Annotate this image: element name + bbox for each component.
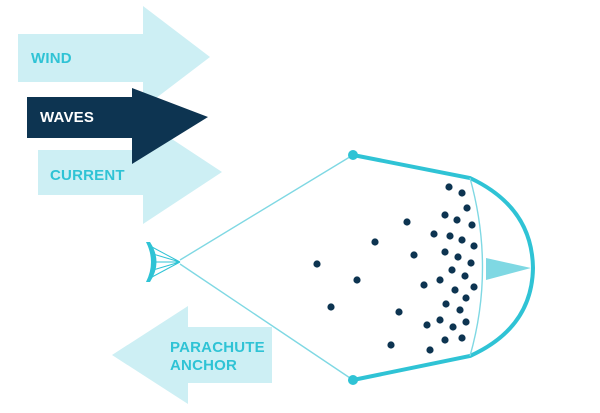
wind-arrow-shape	[18, 6, 210, 108]
net-inner-curve	[469, 177, 484, 357]
tow-lines	[179, 154, 354, 381]
particle	[470, 242, 478, 250]
particle	[420, 281, 428, 289]
particle	[403, 218, 411, 226]
particles	[313, 183, 478, 354]
waves-label: WAVES	[40, 109, 94, 126]
waves-arrow: WAVES	[27, 88, 208, 164]
particle	[327, 303, 335, 311]
particle	[436, 316, 444, 324]
parachute-anchor-arrow: PARACHUTE ANCHOR	[112, 306, 272, 404]
parachute-anchor-arrow-shape	[112, 306, 272, 404]
particle	[441, 248, 449, 256]
particle	[426, 346, 434, 354]
particle	[446, 232, 454, 240]
parachute-anchor	[146, 242, 181, 282]
particle	[461, 272, 469, 280]
particle	[448, 266, 456, 274]
particle	[449, 323, 457, 331]
particle	[410, 251, 418, 259]
net	[348, 150, 536, 385]
particle	[463, 204, 471, 212]
particle	[430, 230, 438, 238]
particle	[458, 189, 466, 197]
tow-line-bottom	[179, 263, 354, 381]
net-corner-top	[348, 150, 358, 160]
waves-arrow-shape	[27, 88, 208, 164]
particle	[436, 276, 444, 284]
particle	[470, 283, 478, 291]
particle	[423, 321, 431, 329]
particle	[445, 183, 453, 191]
parachute-shroud-lines	[151, 246, 181, 278]
parachute-anchor-label-line1: PARACHUTE	[170, 339, 265, 356]
particle	[458, 236, 466, 244]
particle	[441, 211, 449, 219]
particle	[467, 259, 475, 267]
particle	[453, 216, 461, 224]
particle	[456, 306, 464, 314]
current-label: CURRENT	[50, 167, 125, 184]
particle	[451, 286, 459, 294]
particle	[395, 308, 403, 316]
wind-label: WIND	[31, 50, 72, 67]
parachute-canopy	[146, 242, 157, 282]
wind-arrow: WIND	[18, 6, 210, 108]
particle	[313, 260, 321, 268]
net-corner-bottom	[348, 375, 358, 385]
tow-line-top	[179, 154, 354, 261]
particle	[462, 318, 470, 326]
particle	[387, 341, 395, 349]
particle	[458, 334, 466, 342]
net-frame	[351, 153, 536, 382]
retention-funnel	[486, 258, 531, 280]
particle	[468, 221, 476, 229]
particle	[442, 300, 450, 308]
particle	[441, 336, 449, 344]
parachute-anchor-label-line2: ANCHOR	[170, 357, 237, 374]
particle	[462, 294, 470, 302]
particle	[353, 276, 361, 284]
current-arrow-shape	[38, 120, 222, 224]
particle	[371, 238, 379, 246]
particle	[454, 253, 462, 261]
current-arrow: CURRENT	[38, 120, 222, 224]
